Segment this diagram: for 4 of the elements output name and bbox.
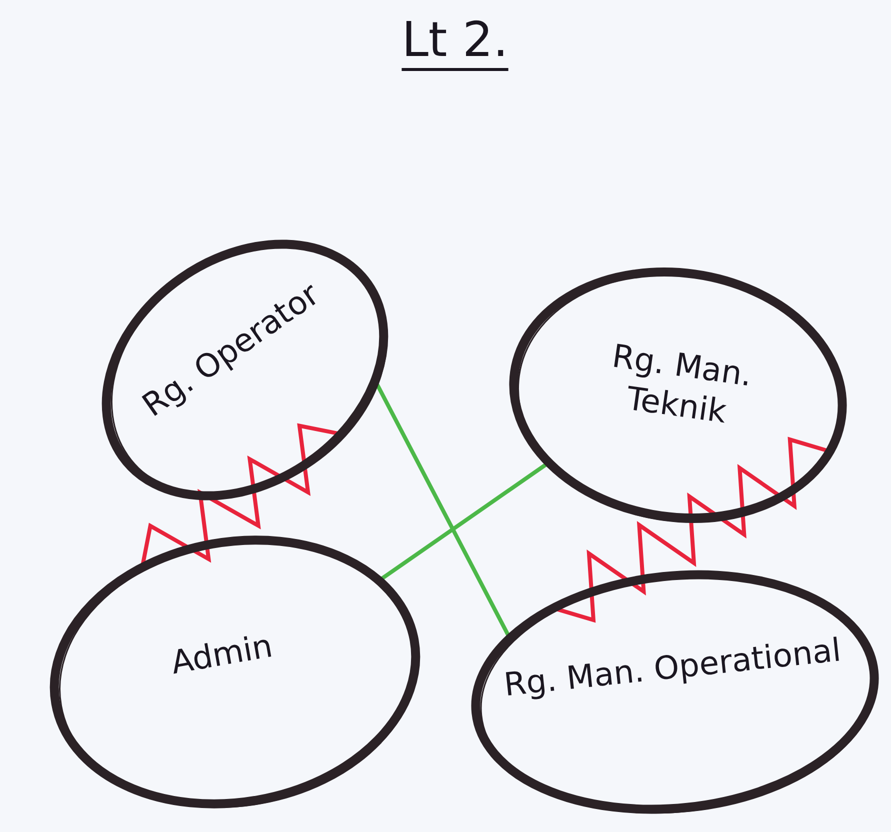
title: Lt 2. bbox=[400, 12, 510, 68]
node-label: Rg. Man. Teknik bbox=[608, 336, 756, 433]
node-label: Rg. Man. Operational bbox=[501, 630, 844, 705]
node-label: Admin bbox=[167, 625, 276, 684]
